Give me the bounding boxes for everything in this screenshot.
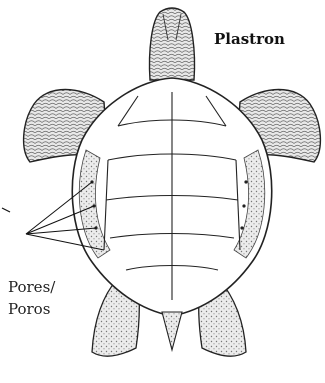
pore-label-line1: Pores/ <box>8 276 55 298</box>
tail <box>162 312 182 350</box>
edge-mark <box>2 208 10 212</box>
pore-label: Pores/ Poros <box>8 276 55 320</box>
head <box>149 8 194 80</box>
figure-title: Plastron <box>214 30 285 48</box>
pore-label-line2: Poros <box>8 298 55 320</box>
